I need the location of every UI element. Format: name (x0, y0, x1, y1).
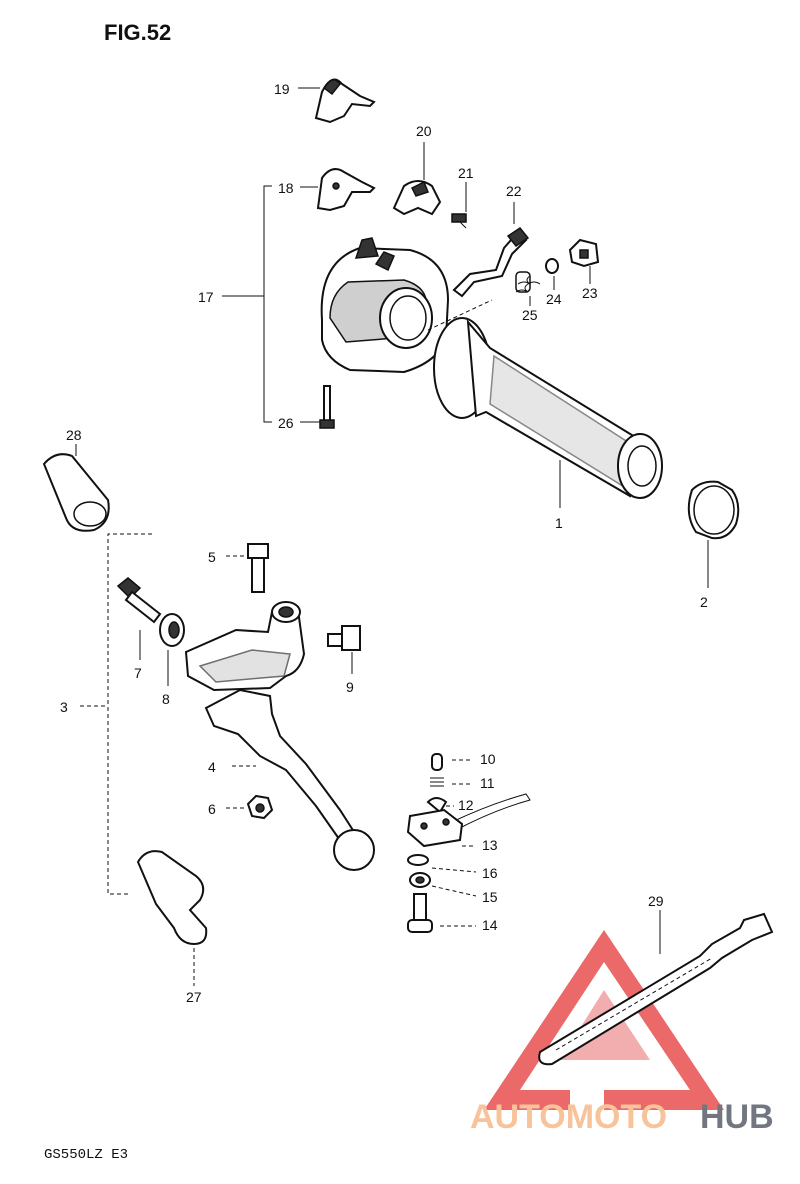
callout-9: 9 (346, 679, 354, 695)
part-8-adjuster (159, 613, 185, 647)
callout-29: 29 (648, 893, 664, 909)
part-9-screw (327, 625, 361, 651)
figure-title: FIG.52 (104, 20, 171, 45)
callout-12: 12 (458, 797, 474, 813)
callout-11: 11 (480, 775, 495, 791)
callout-15: 15 (482, 889, 498, 905)
callout-5: 5 (208, 549, 216, 565)
part-20-switch-knob (392, 180, 442, 216)
part-23-nut (568, 238, 600, 268)
part-15-lock-washer (409, 872, 431, 888)
leader-15 (431, 885, 477, 897)
callout-8: 8 (162, 691, 170, 707)
callout-3: 3 (60, 699, 68, 715)
part-17-switch-housing (320, 237, 450, 374)
watermark-brand-a: AUTOMOTO (470, 1098, 667, 1136)
callout-22: 22 (506, 183, 522, 199)
part-19-switch-cap (314, 78, 376, 124)
part-5-pivot-bolt (247, 543, 269, 593)
part-18-switch-cap (316, 168, 376, 212)
callout-7: 7 (134, 665, 142, 681)
callout-23: 23 (582, 285, 598, 301)
part-6-nut (246, 794, 274, 820)
part-26-screw (319, 385, 335, 429)
part-21-screw (451, 213, 467, 229)
axis-line-17 (427, 299, 493, 331)
part-14-screw (407, 893, 433, 933)
part-16-washer (407, 854, 429, 866)
callout-24: 24 (546, 291, 562, 307)
part-1-grip (433, 317, 663, 499)
bracket-3 (107, 533, 152, 895)
callout-21: 21 (458, 165, 474, 181)
callout-14: 14 (482, 917, 498, 933)
callout-10: 10 (480, 751, 496, 767)
part-10-plunger (431, 753, 443, 771)
callout-27: 27 (186, 989, 202, 1005)
watermark-logo: AUTOMOTO HUB (470, 930, 774, 1136)
part-13-switch-body (406, 808, 464, 848)
callout-28: 28 (66, 427, 82, 443)
part-12-switch-cable (426, 793, 531, 831)
callout-19: 19 (274, 81, 290, 97)
callout-20: 20 (416, 123, 432, 139)
watermark-brand-b: HUB (700, 1098, 774, 1136)
callout-26: 26 (278, 415, 294, 431)
bracket-17 (263, 185, 272, 423)
callout-17: 17 (198, 289, 214, 305)
callout-6: 6 (208, 801, 216, 817)
callout-2: 2 (700, 594, 708, 610)
callout-1: 1 (555, 515, 563, 531)
callout-25: 25 (522, 307, 538, 323)
part-2-end-cap (687, 480, 740, 540)
callout-16: 16 (482, 865, 498, 881)
part-28-lever-cover (42, 453, 110, 532)
callout-13: 13 (482, 837, 498, 853)
part-27-boot (136, 850, 208, 946)
leader-16 (431, 867, 477, 873)
callout-18: 18 (278, 180, 294, 196)
part-4-brake-lever (204, 688, 375, 871)
part-lever-holder (184, 601, 306, 692)
part-11-spring (430, 777, 444, 787)
part-24-ball (545, 258, 559, 274)
figure-footer: GS550LZ E3 (44, 1147, 128, 1163)
callout-4: 4 (208, 759, 216, 775)
part-7-bolt (116, 577, 162, 624)
part-25-spring (515, 271, 541, 293)
part-29-strap (538, 912, 774, 1066)
part-22-contact-plate (452, 226, 530, 298)
